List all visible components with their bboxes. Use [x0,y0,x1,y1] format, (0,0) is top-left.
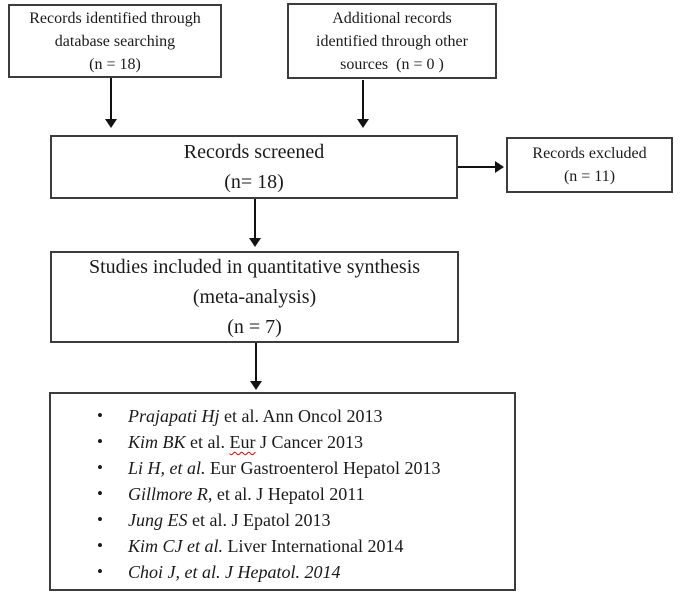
box-studies-included-synthesis: Studies included in quantitative synthes… [50,251,459,343]
arrow-other-to-screened-head-icon [357,119,369,128]
study-item: • Choi J, et al. J Hepatol. 2014 [97,559,440,585]
study-item: • Kim CJ et al. Liver International 2014 [97,533,440,559]
study-item: • Jung ES et al. J Epatol 2013 [97,507,440,533]
study-citation: Prajapati Hj et al. Ann Oncol 2013 [128,406,383,426]
box-records-screened: Records screened (n= 18) [50,135,458,199]
box-records-identified-database: Records identified through database sear… [8,4,222,78]
box-records-excluded-text: Records excluded (n = 11) [532,145,647,185]
bullet-icon: • [97,562,103,581]
bullet-icon: • [97,484,103,503]
bullet-icon: • [97,406,103,425]
study-citation: Gillmore R, et al. J Hepatol 2011 [128,484,365,504]
box-included-studies: • Prajapati Hj et al. Ann Oncol 2013 • Kim … [49,392,516,591]
study-item: • Li H, et al. Eur Gastroenterol Hepatol … [97,455,440,481]
bullet-icon: • [97,536,103,555]
arrow-included-to-studies-line [255,343,257,381]
arrow-screened-to-included-line [254,199,256,238]
arrow-included-to-studies-head-icon [250,381,262,390]
study-item: • Gillmore R, et al. J Hepatol 2011 [97,481,440,507]
study-citation: Choi J, et al. J Hepatol. 2014 [128,562,341,582]
arrow-screened-to-excluded-head-icon [495,161,504,173]
bullet-icon: • [97,432,103,451]
bullet-icon: • [97,458,103,477]
arrow-other-to-screened-line [362,80,364,119]
arrow-db-to-screened-head-icon [105,119,117,128]
arrow-db-to-screened-line [110,78,112,119]
study-citation: Kim CJ et al. Liver International 2014 [128,536,404,556]
box-additional-records-other-sources: Additional records identified through ot… [287,3,497,79]
study-item: • Kim BK et al. Eur J Cancer 2013 [97,429,440,455]
study-citation: Li H, et al. Eur Gastroenterol Hepatol 2… [128,458,441,478]
box-records-screened-text: Records screened (n= 18) [183,141,325,193]
box-records-excluded: Records excluded (n = 11) [506,137,673,193]
arrow-screened-to-excluded-line [458,166,495,168]
box-records-identified-database-text: Records identified through database sear… [29,9,201,73]
box-studies-included-synthesis-text: Studies included in quantitative synthes… [88,256,421,338]
study-citation: Jung ES et al. J Epatol 2013 [128,510,331,530]
included-studies-list: • Prajapati Hj et al. Ann Oncol 2013 • Kim … [51,403,440,585]
box-additional-records-other-sources-text: Additional records identified through ot… [316,9,468,73]
arrow-screened-to-included-head-icon [249,238,261,247]
study-item: • Prajapati Hj et al. Ann Oncol 2013 [97,403,440,429]
study-citation: Kim BK et al. Eur J Cancer 2013 [128,432,363,452]
bullet-icon: • [97,510,103,529]
